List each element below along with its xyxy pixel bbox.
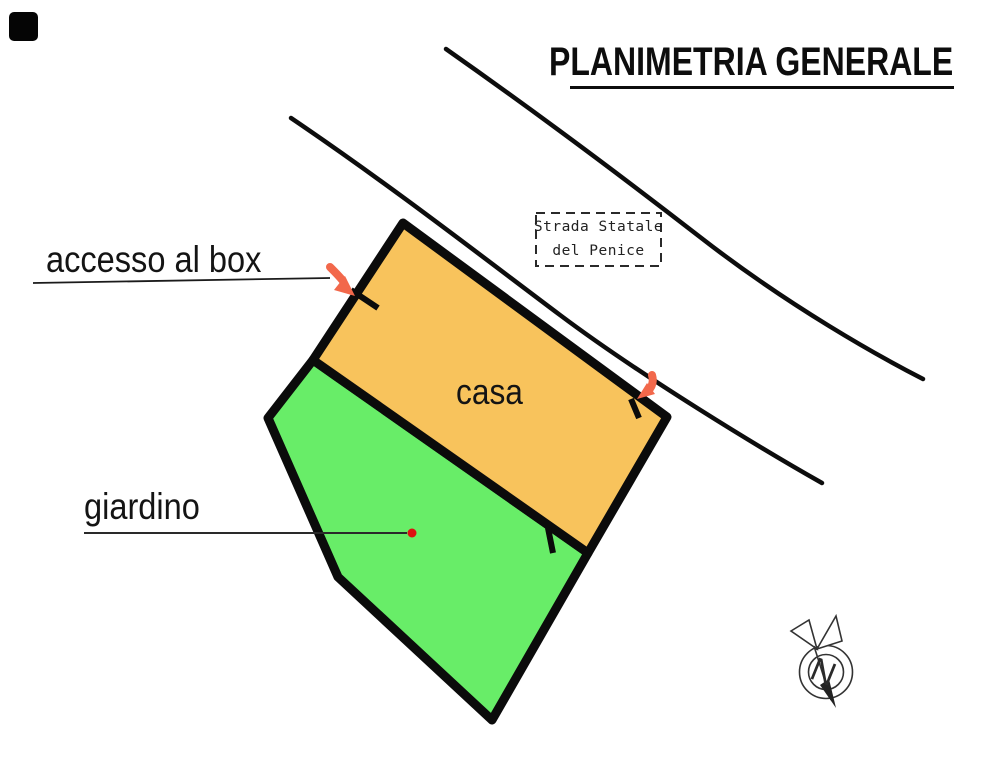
access-leader-line bbox=[32, 277, 331, 284]
boundary-tick-left bbox=[349, 287, 380, 311]
road-sign-box bbox=[535, 212, 662, 267]
garden-label: giardino bbox=[84, 486, 200, 527]
road-sign: Strada Statale del Penice bbox=[533, 213, 664, 266]
access-arrow-left bbox=[326, 263, 355, 296]
corner-mark bbox=[9, 12, 38, 41]
compass-arrowhead bbox=[820, 679, 836, 708]
title-underline bbox=[570, 86, 954, 89]
compass-fletch-left bbox=[789, 618, 819, 651]
boundary-tick-bottom bbox=[545, 527, 556, 554]
road-sign-line2: del Penice bbox=[552, 242, 645, 259]
house-parcel bbox=[308, 218, 672, 558]
garden-point-dot bbox=[407, 528, 417, 538]
boundary-tick-right bbox=[628, 397, 642, 420]
page-title: PLANIMETRIA GENERALE bbox=[548, 40, 953, 84]
road-sign-line1: Strada Statale bbox=[533, 219, 664, 236]
compass-rose: N bbox=[789, 613, 854, 708]
access-arrow-right bbox=[637, 371, 657, 399]
house-label: casa bbox=[456, 371, 523, 412]
road-edge-lower bbox=[288, 115, 825, 486]
road-edge-upper bbox=[443, 46, 926, 382]
compass-fletch-right bbox=[815, 613, 843, 651]
access-label: accesso al box bbox=[46, 239, 262, 280]
